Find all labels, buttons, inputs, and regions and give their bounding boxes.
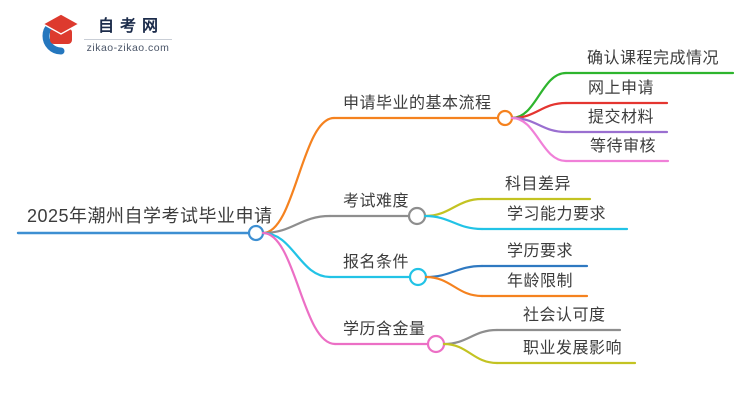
connector-curve bbox=[423, 197, 484, 218]
connector-curve bbox=[261, 231, 332, 279]
cap-base-shape bbox=[50, 29, 72, 44]
connector-curve bbox=[424, 275, 484, 298]
branch-node-label: 报名条件 bbox=[343, 254, 410, 271]
connector-curve bbox=[261, 214, 332, 235]
child-node-label: 等待审核 bbox=[590, 138, 657, 155]
logo-url: zikao-zikao.com bbox=[86, 42, 170, 54]
logo-text: 自考网 zikao-zikao.com bbox=[84, 12, 172, 54]
child-node-label: 年龄限制 bbox=[507, 273, 574, 290]
branch-node-label: 申请毕业的基本流程 bbox=[343, 95, 492, 112]
connector-curve bbox=[423, 214, 484, 231]
child-node-label: 科目差异 bbox=[505, 176, 572, 193]
cap-board-shape bbox=[41, 13, 80, 35]
child-node-label: 职业发展影响 bbox=[523, 340, 623, 357]
node-circle bbox=[408, 267, 428, 287]
child-node-label: 确认课程完成情况 bbox=[587, 50, 720, 67]
logo-divider bbox=[84, 39, 172, 40]
node-circle bbox=[496, 109, 514, 127]
child-node-label: 学习能力要求 bbox=[507, 206, 607, 223]
child-node-label: 学历要求 bbox=[507, 243, 574, 260]
connector-curve bbox=[261, 231, 337, 346]
root-node-label: 2025年潮州自学考试毕业申请 bbox=[27, 206, 273, 226]
site-logo: 自考网 zikao-zikao.com bbox=[30, 10, 172, 56]
child-node-label: 网上申请 bbox=[588, 80, 655, 97]
connector-curve bbox=[442, 342, 499, 365]
connector-curve bbox=[424, 264, 484, 279]
connector-curve bbox=[261, 116, 336, 235]
branch-node-label: 学历含金量 bbox=[343, 321, 426, 338]
node-circle bbox=[426, 334, 446, 354]
child-node-label: 提交材料 bbox=[588, 109, 655, 126]
graduation-cap-icon bbox=[41, 13, 80, 55]
node-circle bbox=[407, 206, 427, 226]
branch-node-label: 考试难度 bbox=[343, 193, 410, 210]
connector-curve bbox=[510, 116, 568, 163]
connector-curve bbox=[442, 328, 499, 346]
child-node-label: 社会认可度 bbox=[523, 307, 606, 324]
logo-title: 自考网 bbox=[97, 18, 164, 35]
node-circle bbox=[247, 224, 265, 242]
